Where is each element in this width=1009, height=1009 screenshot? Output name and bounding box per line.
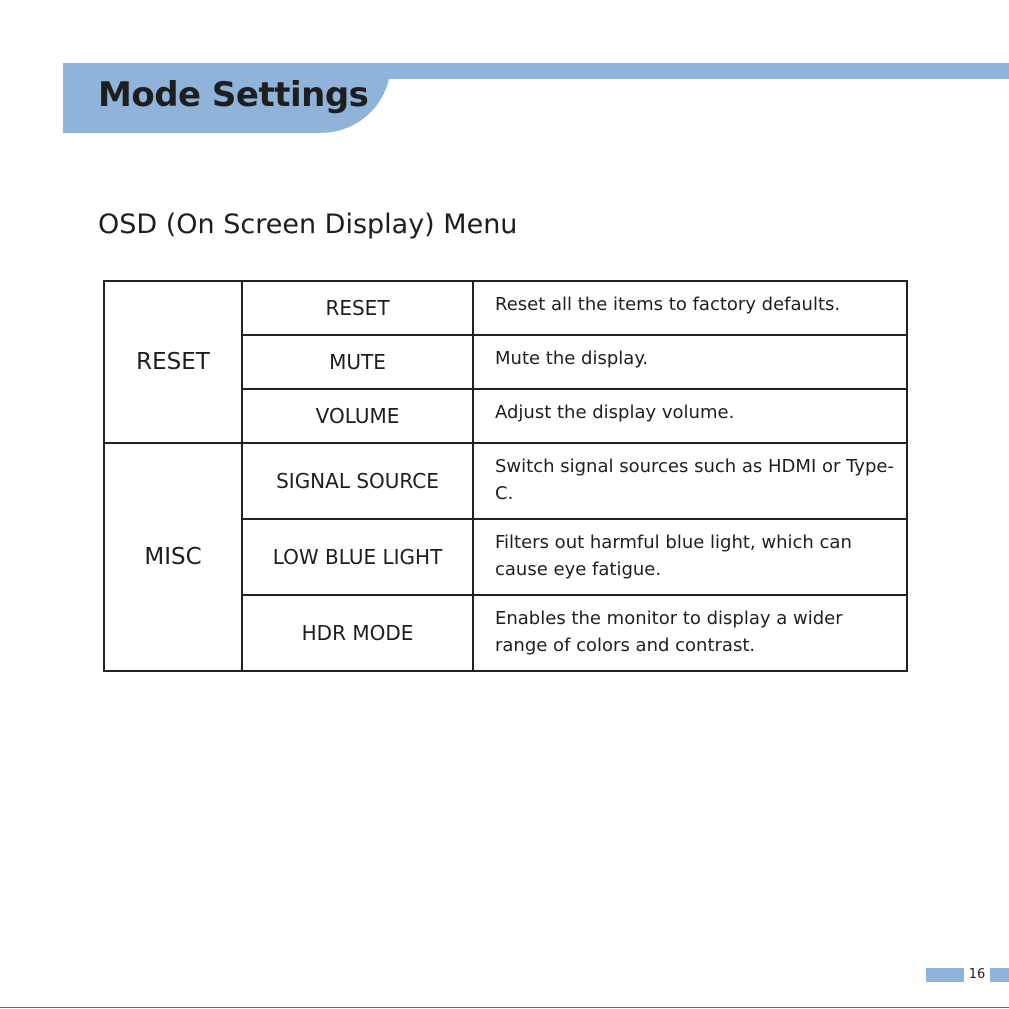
- item-cell: HDR MODE: [241, 594, 474, 672]
- category-cell-misc: MISC: [103, 442, 243, 672]
- header-tab: [63, 63, 391, 133]
- table-row: RESET RESET Reset all the items to facto…: [103, 280, 908, 444]
- description-cell: Mute the display.: [472, 334, 908, 390]
- page-marker-right: [990, 968, 1009, 982]
- description-cell: Enables the monitor to display a wider r…: [472, 594, 908, 672]
- table-row: VOLUME Adjust the display volume.: [104, 388, 908, 444]
- table-row: LOW BLUE LIGHT Filters out harmful blue …: [104, 518, 908, 596]
- description-cell: Reset all the items to factory defaults.: [472, 280, 908, 336]
- description-cell: Filters out harmful blue light, which ca…: [472, 518, 908, 596]
- osd-menu-table: RESET RESET Reset all the items to facto…: [103, 280, 908, 672]
- item-cell: SIGNAL SOURCE: [241, 442, 474, 520]
- table-row: MUTE Mute the display.: [104, 334, 908, 390]
- category-cell-reset: RESET: [103, 280, 243, 444]
- section-heading: OSD (On Screen Display) Menu: [98, 209, 518, 240]
- bottom-divider: [0, 1007, 1009, 1008]
- description-cell: Adjust the display volume.: [472, 388, 908, 444]
- page-marker-left: [926, 968, 964, 982]
- page-title: Mode Settings: [98, 75, 369, 115]
- item-cell: VOLUME: [241, 388, 474, 444]
- page-number: 16: [968, 967, 986, 982]
- table-row: MISC SIGNAL SOURCE Switch signal sources…: [103, 442, 908, 672]
- table-row: HDR MODE Enables the monitor to display …: [104, 594, 908, 672]
- item-cell: RESET: [241, 280, 474, 336]
- item-cell: MUTE: [241, 334, 474, 390]
- description-cell: Switch signal sources such as HDMI or Ty…: [472, 442, 908, 520]
- item-cell: LOW BLUE LIGHT: [241, 518, 474, 596]
